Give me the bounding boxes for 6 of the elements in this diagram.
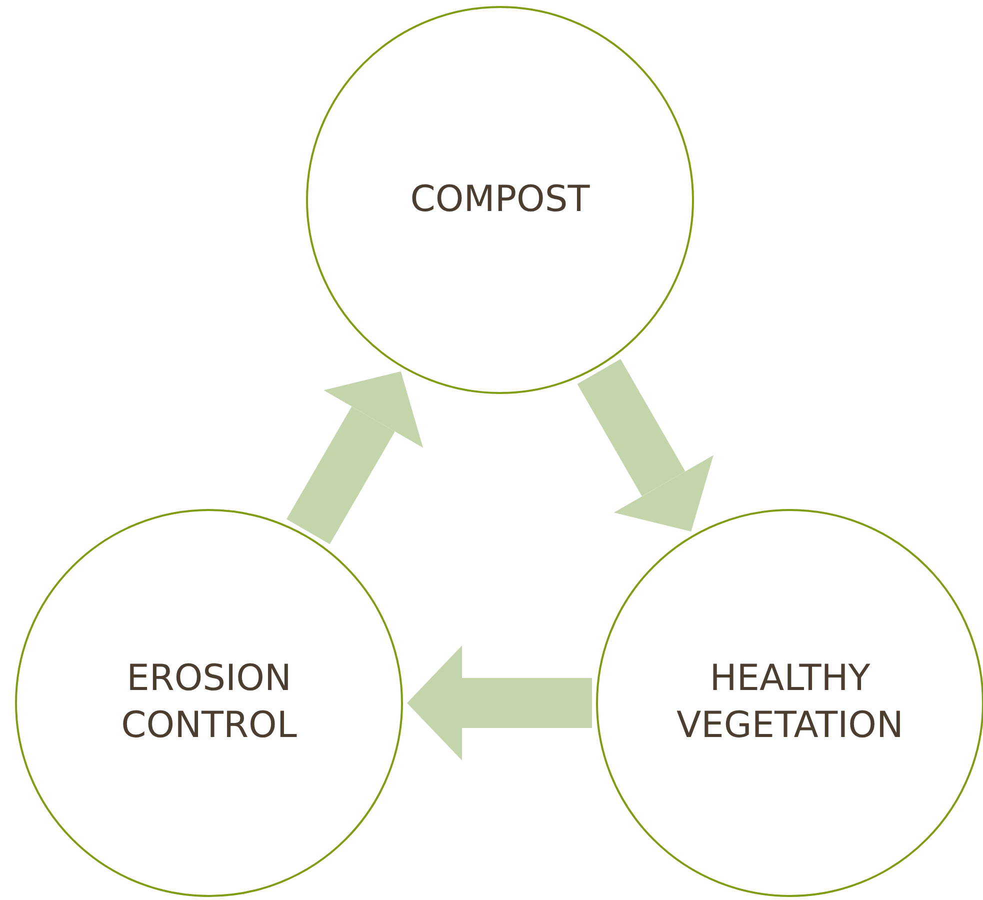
node-label: HEALTHY VEGETATION (676, 657, 904, 748)
node-label: COMPOST (410, 178, 590, 222)
block-arrow (286, 371, 424, 544)
node-label: EROSION CONTROL (120, 657, 298, 748)
block-arrow (577, 359, 714, 532)
block-arrow (407, 646, 592, 760)
